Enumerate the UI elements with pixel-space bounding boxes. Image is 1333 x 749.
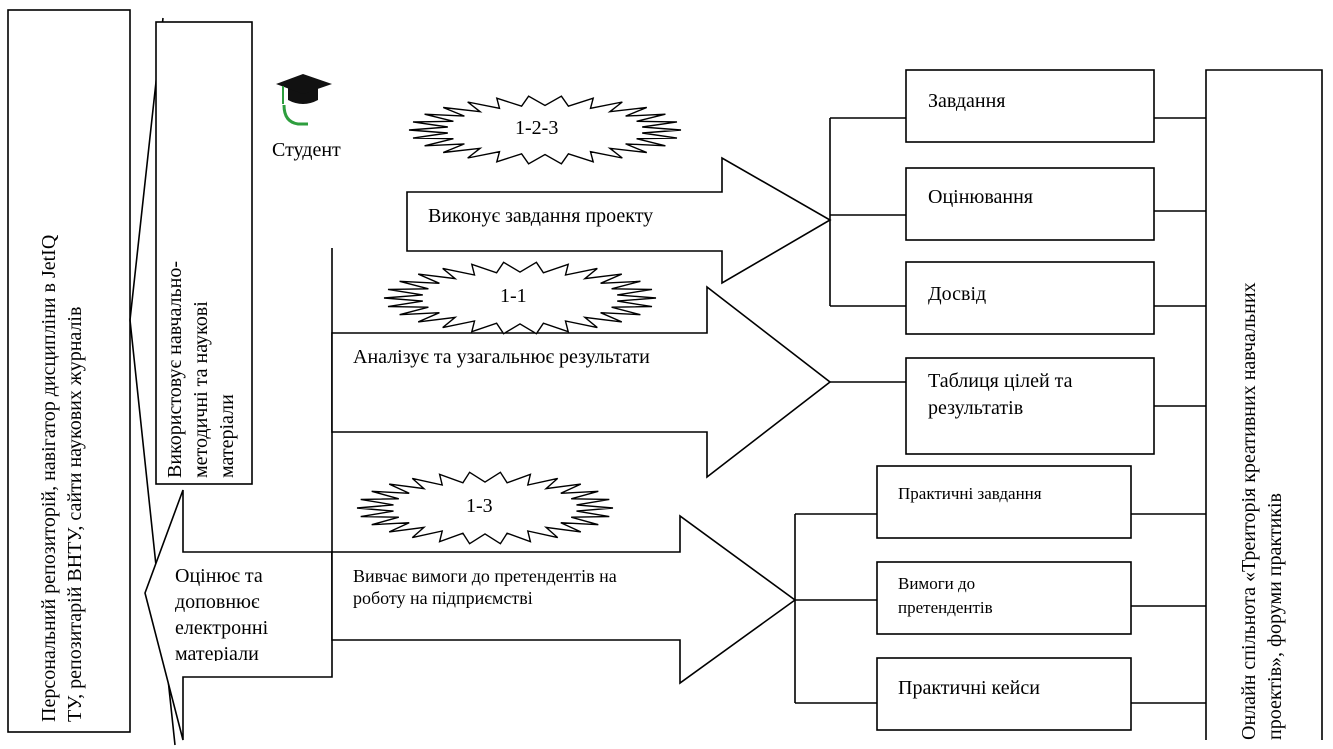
box-table: Таблиця цілей та результатів bbox=[928, 368, 1073, 422]
arrow-3-label: Вивчає вимоги до претендентів на роботу … bbox=[353, 565, 617, 609]
arrow-3-line-2: роботу на підприємстві bbox=[353, 588, 533, 608]
graduation-cap-icon bbox=[276, 74, 332, 126]
burst-label-3: 1-3 bbox=[466, 495, 493, 517]
box-assessment: Оцінювання bbox=[928, 186, 1034, 208]
box-practical-cases: Практичні кейси bbox=[898, 677, 1040, 699]
right-panel-line-2: проектів», форуми практиків bbox=[1264, 492, 1286, 740]
box-tasks: Завдання bbox=[928, 90, 1006, 112]
arrow-3-shape bbox=[331, 514, 797, 685]
burst-2 bbox=[383, 261, 657, 335]
evaluate-line-1: Оцінює та bbox=[175, 565, 263, 587]
right-panel-line-1: Онлайн спільнота «Треиторія креативних н… bbox=[1238, 282, 1260, 740]
right-panel-text: Онлайн спільнота «Треиторія креативних н… bbox=[1236, 282, 1288, 740]
arrow-2-label: Аналізує та узагальнює результати bbox=[353, 346, 650, 368]
left-panel-line-2: ТУ, репозитарій ВНТУ, сайти наукових жур… bbox=[64, 306, 86, 722]
evaluate-line-4: матеріали bbox=[175, 643, 259, 661]
student-label: Студент bbox=[272, 139, 341, 161]
box-tasks-frame bbox=[905, 69, 1155, 143]
box-requirements-frame bbox=[876, 561, 1132, 635]
box-practical-tasks-frame bbox=[876, 465, 1132, 539]
evaluate-text: Оцінює та доповнює електронні матеріали bbox=[175, 563, 268, 661]
uses-materials-text: Використовує навчально- методичні та нау… bbox=[162, 261, 240, 478]
left-panel-box bbox=[7, 9, 131, 733]
right-panel-box bbox=[1205, 69, 1323, 740]
uses-materials-line-1: Використовує навчально- bbox=[164, 261, 186, 478]
arrow-1-label: Виконує завдання проекту bbox=[428, 205, 654, 227]
box-requirements-line-2: претендентів bbox=[898, 598, 993, 617]
box-table-line-2: результатів bbox=[928, 397, 1024, 419]
evaluate-line-2: доповнює bbox=[175, 591, 260, 613]
burst-3 bbox=[356, 471, 614, 545]
burst-1 bbox=[408, 95, 682, 165]
arrow-1-shape bbox=[406, 156, 832, 285]
arrow-3-line-1: Вивчає вимоги до претендентів на bbox=[353, 566, 617, 586]
left-panel-line-1: Персональний репозиторій, навігатор дисц… bbox=[38, 234, 60, 722]
box-requirements-line-1: Вимоги до bbox=[898, 574, 976, 593]
box-cases-frame bbox=[876, 657, 1132, 731]
uses-materials-line-2: методичні та наукові bbox=[190, 301, 212, 478]
burst-label-2: 1-1 bbox=[500, 285, 527, 307]
box-experience: Досвід bbox=[928, 283, 987, 305]
box-table-line-1: Таблиця цілей та bbox=[928, 370, 1073, 392]
uses-materials-line-3: матеріали bbox=[216, 394, 238, 478]
box-requirements: Вимоги до претендентів bbox=[898, 572, 993, 632]
uses-materials-box bbox=[155, 21, 253, 485]
box-experience-frame bbox=[905, 261, 1155, 335]
box-assessment-frame bbox=[905, 167, 1155, 241]
arrow-2-shape bbox=[331, 285, 832, 479]
evaluate-line-3: електронні bbox=[175, 617, 269, 639]
burst-label-1: 1-2-3 bbox=[515, 117, 559, 139]
left-panel-text: Персональний репозиторій, навігатор дисц… bbox=[36, 235, 88, 722]
box-practical-tasks: Практичні завдання bbox=[898, 484, 1042, 503]
